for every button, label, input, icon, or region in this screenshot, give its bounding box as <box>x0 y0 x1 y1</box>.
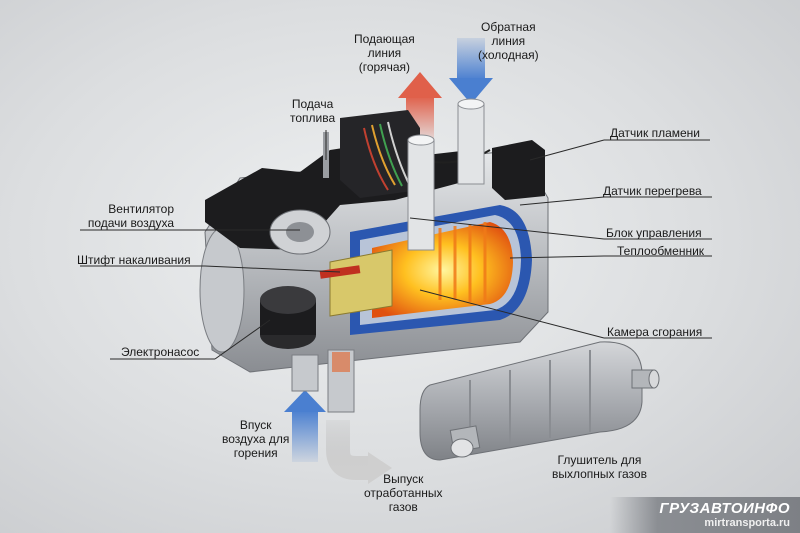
label-muffler: Глушитель для выхлопных газов <box>552 453 647 481</box>
leader-lines <box>80 130 712 360</box>
label-fuel-supply: Подача топлива <box>290 97 336 125</box>
label-combustion-chamber: Камера сгорания <box>607 325 703 339</box>
muffler-illustration <box>419 341 660 461</box>
label-flame-sensor: Датчик пламени <box>610 126 700 140</box>
label-supply-line: Подающая линия (горячая) <box>354 32 415 74</box>
brand-watermark: ГРУЗАВТОИНФО mirtransporta.ru <box>610 497 800 533</box>
label-air-intake: Впуск воздуха для горения <box>222 418 290 460</box>
brand-title: ГРУЗАВТОИНФО <box>659 500 790 517</box>
brand-url: mirtransporta.ru <box>704 517 790 529</box>
label-electric-pump: Электронасос <box>121 345 200 359</box>
label-overheat-sensor: Датчик перегрева <box>603 184 702 198</box>
label-return-line: Обратная линия (холодная) <box>478 20 539 62</box>
label-air-fan: Вентилятор подачи воздуха <box>87 202 174 230</box>
label-control-unit: Блок управления <box>606 226 702 240</box>
air-intake-arrow <box>284 390 326 462</box>
label-heat-exchanger: Теплообменник <box>617 244 705 258</box>
label-glow-pin: Штифт накаливания <box>77 253 191 267</box>
label-exhaust-out: Выпуск отработанных газов <box>364 472 443 514</box>
heater-body <box>199 98 549 413</box>
exhaust-arrow <box>326 420 392 484</box>
cold-return-arrow <box>449 38 493 104</box>
